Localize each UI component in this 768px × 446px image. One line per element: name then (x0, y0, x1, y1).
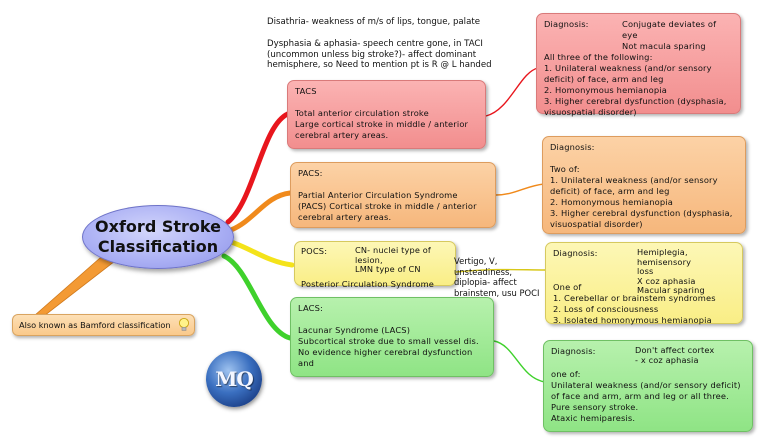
diagnosis-lacs-label: Diagnosis: (551, 346, 596, 356)
mq-logo: MQ (206, 351, 262, 407)
topic-tacs-line: cerebral artery areas. (295, 130, 389, 140)
mq-logo-text: MQ (215, 367, 254, 391)
diagnosis-lacs[interactable]: Diagnosis: Don't affect cortex - x coz a… (543, 340, 753, 432)
diagnosis-tacs-note: Conjugate deviates of eye Not macula spa… (622, 19, 717, 51)
criteria-item: Two of: (550, 164, 580, 174)
branch-line-tacs (225, 110, 293, 225)
criteria-item: 3. Higher cerebral dysfunction (dysphasi… (544, 96, 727, 106)
alias-text: Also known as Bamford classification (19, 320, 171, 330)
topic-tacs[interactable]: TACS Total anterior circulation stroke L… (287, 80, 486, 149)
criteria-item: 3. Isolated homonymous hemianopia (553, 314, 712, 325)
topic-pacs-line: cerebral artery areas. (298, 212, 392, 222)
topic-pocs-title: POCS: (301, 246, 328, 256)
lightbulb-icon (178, 317, 190, 331)
diagnosis-tacs-label: Diagnosis: (544, 19, 589, 29)
topic-tacs-title: TACS (295, 86, 317, 96)
criteria-item: 1. Unilateral weakness (and/or sensory (550, 175, 718, 185)
topic-lacs-line: Subcortical stroke due to small vessel d… (298, 336, 479, 346)
note-pocs-symptoms: Vertigo, V, unsteadiness, diplopia- affe… (454, 256, 540, 298)
diagnosis-tacs[interactable]: Diagnosis: Conjugate deviates of eye Not… (536, 13, 741, 117)
central-topic[interactable]: Oxford Stroke Classification (82, 205, 234, 269)
topic-tacs-line: Total anterior circulation stroke (295, 108, 429, 118)
criteria-item: 3. Higher cerebral dysfunction (dysphasi… (550, 208, 733, 218)
link-pacs-diagnosis (495, 183, 545, 196)
diagnosis-lacs-note: Don't affect cortex - x coz aphasia (635, 345, 715, 365)
branch-line-pacs (228, 190, 293, 233)
criteria-item: deficit) of face, arm and leg (544, 74, 664, 84)
criteria-item: Pure sensory stroke. (551, 402, 639, 412)
alias-pointer (32, 253, 125, 317)
link-pocs-diagnosis (455, 268, 546, 273)
topic-pocs-inline-note: CN- nuclei type of lesion, LMN type of C… (355, 245, 431, 274)
branch-line-pocs (228, 239, 295, 268)
topic-lacs-title: LACS: (298, 303, 323, 313)
criteria-item: 1. Unilateral weakness (and/or sensory (544, 63, 712, 73)
topic-lacs[interactable]: LACS: Lacunar Syndrome (LACS) Subcortica… (290, 297, 494, 377)
diagnosis-pocs[interactable]: Diagnosis: Hemiplegia, hemisensory loss … (545, 242, 743, 325)
criteria-item: Ataxic hemiparesis. (551, 413, 636, 423)
diagnosis-pacs-label: Diagnosis: (550, 142, 595, 152)
topic-pacs-title: PACS: (298, 168, 323, 178)
criteria-item: Unilateral weakness (and/or sensory defi… (551, 380, 741, 390)
topic-tacs-line: Large cortical stroke in middle / anteri… (295, 119, 469, 129)
topic-pacs-line: (PACS) Cortical stroke in middle / anter… (298, 201, 477, 211)
link-lacs-diagnosis (493, 340, 546, 383)
diagnosis-pocs-label: Diagnosis: (553, 248, 598, 258)
note-dysarthria: Disathria- weakness of m/s of lips, tong… (267, 17, 480, 27)
criteria-item: All three of the following: (544, 52, 653, 62)
topic-lacs-line: Lacunar Syndrome (LACS) (298, 325, 411, 335)
topic-lacs-line: and (298, 358, 315, 368)
criteria-item: visuospatial disorder) (550, 219, 643, 229)
criteria-item: 2. Homonymous hemianopia (544, 85, 667, 95)
topic-pacs-line: Partial Anterior Circulation Syndrome (298, 190, 458, 200)
topic-pocs[interactable]: POCS: CN- nuclei type of lesion, LMN typ… (294, 241, 456, 289)
criteria-item: deficit) of face, arm and leg (550, 186, 670, 196)
criteria-item: 1. Cerebellar or brainstem syndromes (553, 292, 716, 303)
link-tacs-diagnosis (485, 67, 539, 117)
criteria-item: 2. Loss of consciousness (553, 303, 659, 314)
central-topic-label: Oxford Stroke Classification (95, 217, 221, 256)
diagnosis-pocs-note: Hemiplegia, hemisensory loss X coz aphas… (637, 247, 705, 295)
alias-callout[interactable]: Also known as Bamford classification (12, 314, 195, 336)
criteria-item: 2. Homonymous hemianopia (550, 197, 673, 207)
criteria-item: one of: (551, 369, 581, 379)
criteria-item: One of (553, 281, 582, 292)
topic-pacs[interactable]: PACS: Partial Anterior Circulation Syndr… (290, 162, 496, 228)
criteria-item: visuospatial disorder) (544, 107, 637, 117)
branch-line-lacs (221, 253, 293, 341)
note-dysphasia: Dysphasia & aphasia- speech centre gone,… (267, 39, 492, 70)
topic-lacs-line: No evidence higher cerebral dysfunction (298, 347, 473, 357)
topic-pocs-subtitle: Posterior Circulation Syndrome (301, 278, 435, 289)
criteria-item: of face and arm, arm and leg or all thre… (551, 391, 729, 401)
diagnosis-pacs[interactable]: Diagnosis: Two of: 1. Unilateral weaknes… (542, 136, 746, 234)
